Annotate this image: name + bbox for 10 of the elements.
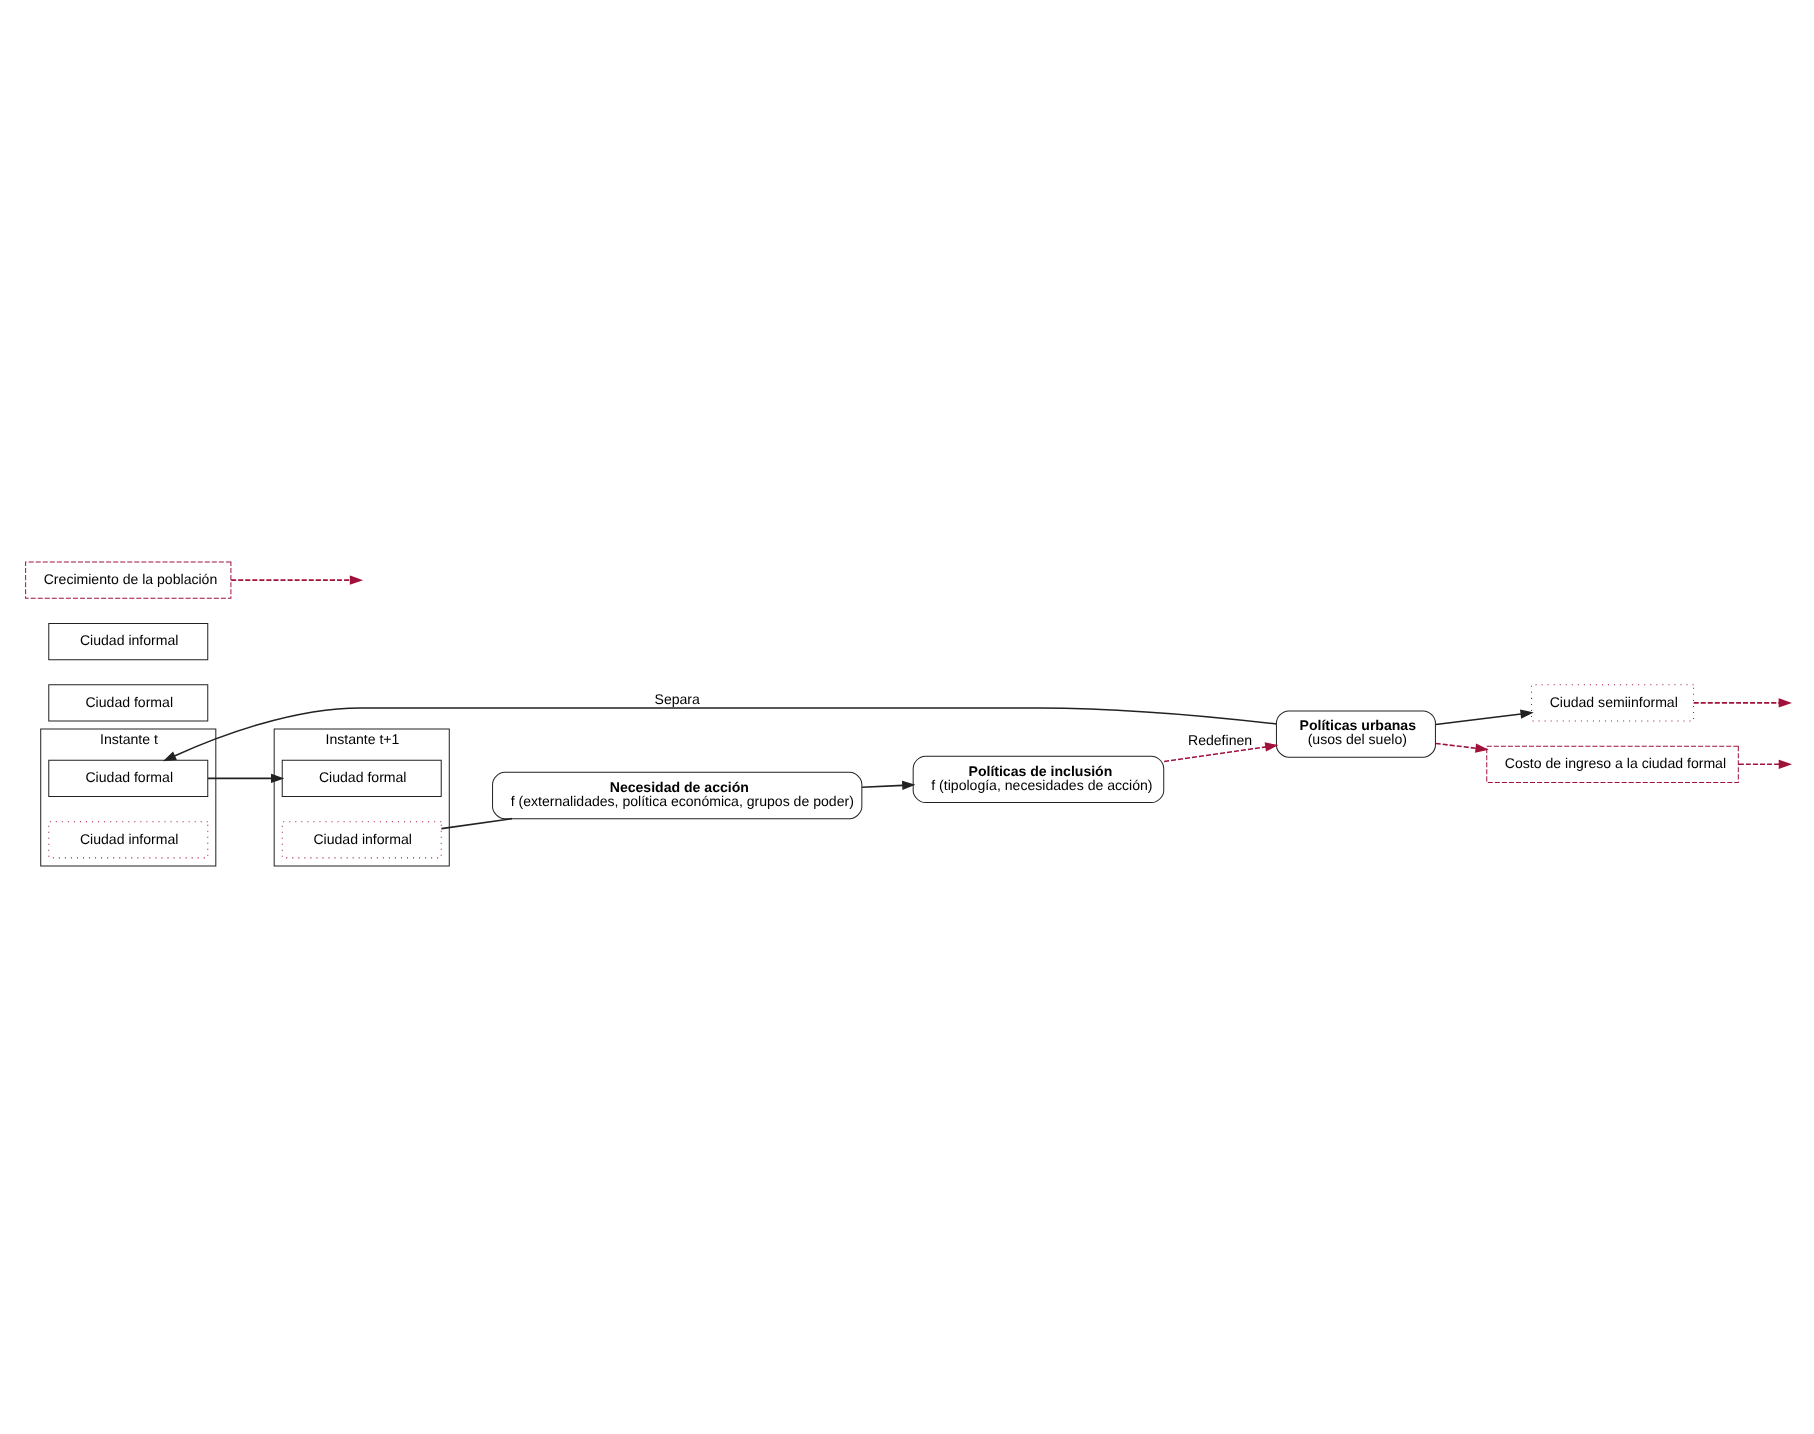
arrow	[206, 772, 284, 783]
arrow	[1691, 697, 1791, 707]
arrow	[860, 779, 915, 790]
arrow	[161, 706, 1277, 761]
connector	[439, 816, 512, 829]
arrow	[1162, 741, 1278, 762]
arrow	[1736, 758, 1792, 768]
arrow	[1433, 741, 1488, 752]
arrow	[229, 574, 363, 584]
arrow	[1433, 708, 1533, 725]
